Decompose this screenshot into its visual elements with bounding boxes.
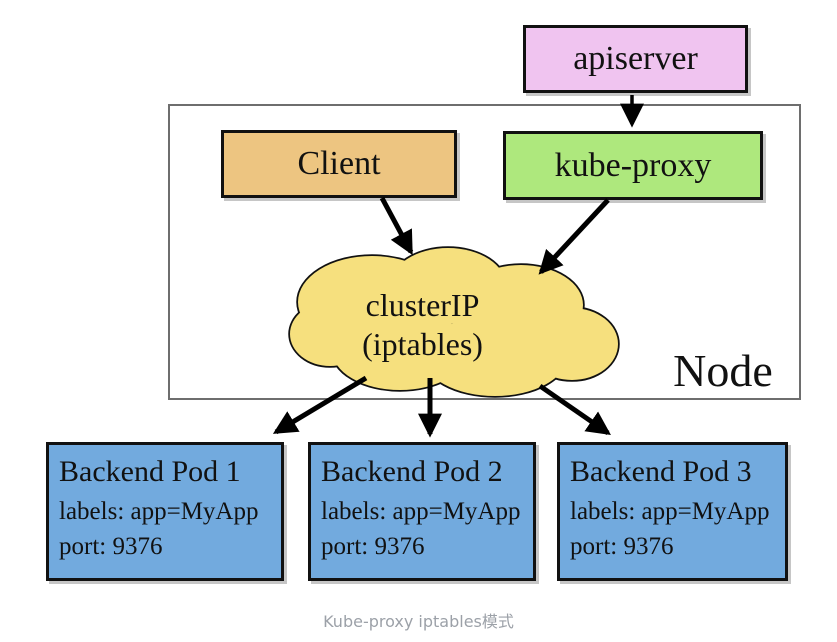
cluster-ip-label: clusterIP (iptables) bbox=[325, 286, 520, 364]
kube-proxy-box: kube-proxy bbox=[503, 131, 763, 200]
pod-port: port: 9376 bbox=[321, 533, 425, 560]
pod-labels: labels: app=MyApp bbox=[59, 498, 259, 525]
backend-pod-3: Backend Pod 3 labels: app=MyApp port: 93… bbox=[557, 442, 788, 581]
cluster-ip-line1: clusterIP bbox=[365, 287, 480, 323]
pod-labels: labels: app=MyApp bbox=[570, 498, 770, 525]
pod-title: Backend Pod 1 bbox=[59, 455, 241, 488]
backend-pod-1: Backend Pod 1 labels: app=MyApp port: 93… bbox=[46, 442, 284, 581]
node-label: Node bbox=[673, 345, 773, 396]
backend-pod-2: Backend Pod 2 labels: app=MyApp port: 93… bbox=[308, 442, 536, 581]
cluster-ip-line2: (iptables) bbox=[362, 326, 483, 362]
figure-caption: Kube-proxy iptables模式 bbox=[323, 612, 514, 631]
kube-proxy-label: kube-proxy bbox=[554, 146, 712, 184]
apiserver-box: apiserver bbox=[523, 25, 748, 93]
pod-labels: labels: app=MyApp bbox=[321, 498, 521, 525]
client-box: Client bbox=[221, 130, 457, 198]
pod-title: Backend Pod 2 bbox=[321, 455, 503, 488]
apiserver-label: apiserver bbox=[573, 40, 698, 77]
pod-port: port: 9376 bbox=[59, 533, 163, 560]
client-label: Client bbox=[297, 145, 381, 182]
pod-port: port: 9376 bbox=[570, 533, 674, 560]
pod-title: Backend Pod 3 bbox=[570, 455, 752, 488]
